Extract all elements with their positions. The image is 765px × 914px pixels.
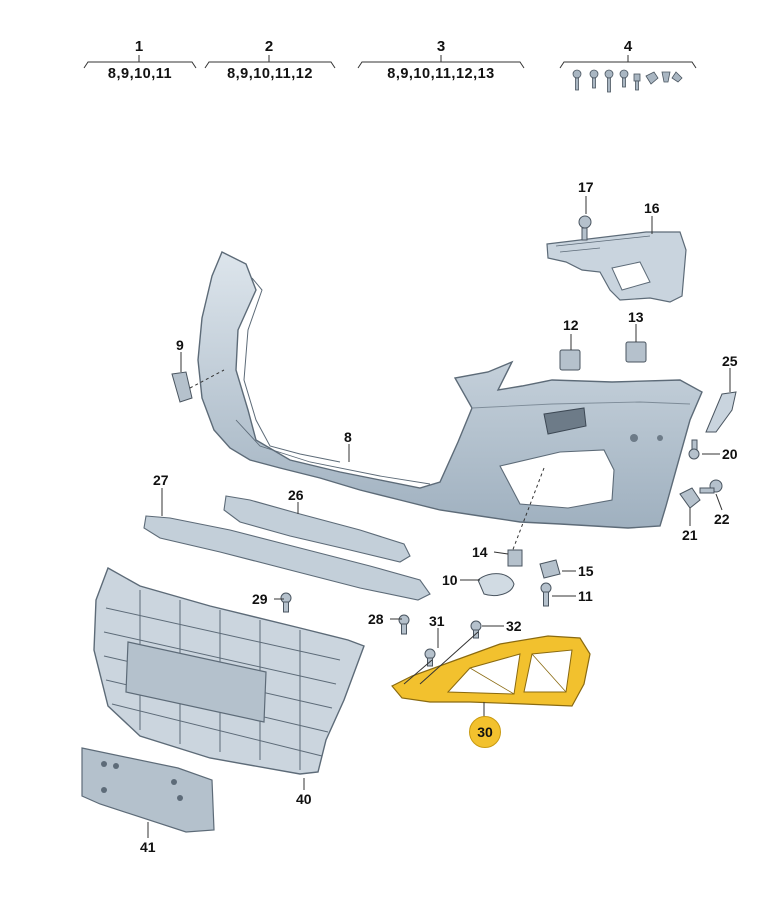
clip-part-14 [507,549,523,567]
callout-32: 32 [506,618,522,634]
callout-41: 41 [140,839,156,855]
trim-part-25 [705,391,737,433]
callout-31: 31 [429,613,445,629]
tow-cover-part-10 [477,573,515,597]
callout-40: 40 [296,791,312,807]
callout-11: 11 [578,588,593,604]
kit-2-number: 2 [264,38,274,55]
kit-4-number: 4 [623,38,633,55]
callout-13: 13 [628,309,644,325]
clip-part-15 [539,559,561,579]
callout-27: 27 [153,472,169,488]
kit-2-contents: 8,9,10,11,12 [227,66,313,82]
fog-grille-part-30 [391,635,591,707]
leader-lines [147,196,731,838]
callout-28: 28 [368,611,384,627]
kit-brackets [83,55,697,69]
absorber-part-27 [143,515,431,601]
kit-4-fasteners [572,69,683,93]
callout-26: 26 [288,487,304,503]
callout-9: 9 [176,337,184,353]
nut-part-21 [679,487,701,509]
callout-10: 10 [442,572,458,588]
callout-17: 17 [578,179,594,195]
bumper-cover-part-8 [197,251,703,529]
callout-12: 12 [563,317,579,333]
bolt-part-28 [398,614,410,635]
bracket-part-16 [546,231,687,303]
kit-3-contents: 8,9,10,11,12,13 [387,66,495,82]
bolt-part-32 [470,620,482,639]
grille-part-40 [93,566,365,775]
bolt-part-20 [688,439,700,460]
bracket-part-9 [171,371,193,403]
bolt-part-31 [424,648,436,667]
callout-15: 15 [578,563,594,579]
callout-14: 14 [472,544,488,560]
callout-22: 22 [714,511,730,527]
callout-25: 25 [722,353,738,369]
clip-part-13 [625,341,647,363]
kit-1-contents: 8,9,10,11 [107,66,173,82]
clip-part-12 [559,349,581,371]
callout-29: 29 [252,591,268,607]
highlighted-part-badge[interactable]: 30 [469,716,501,748]
callout-16: 16 [644,200,660,216]
callout-20: 20 [722,446,738,462]
callout-8: 8 [344,429,352,445]
plate-bracket-part-41 [81,747,215,833]
kit-3-number: 3 [436,38,446,55]
bolt-part-11 [540,582,552,607]
bolt-part-29 [280,592,292,613]
callout-21: 21 [682,527,698,543]
bolt-part-22 [699,479,723,494]
kit-1-number: 1 [134,38,144,55]
bolt-part-17 [578,215,592,241]
support-part-26 [223,495,411,563]
